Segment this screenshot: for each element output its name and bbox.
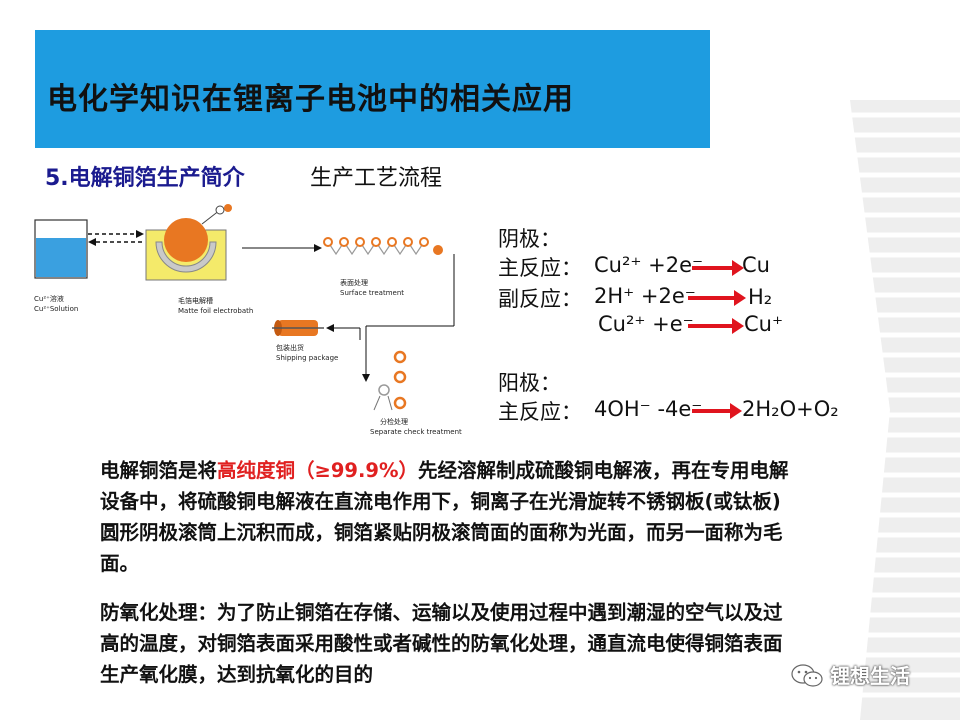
decorative-stripes — [830, 100, 960, 720]
cathode-main-label: 主反应： — [498, 256, 582, 280]
electrobath-label-cn: 毛箔电解槽 — [178, 296, 213, 305]
paragraph-anti-oxidation: 防氧化处理：为了防止铜箔在存储、运输以及使用过程中遇到潮湿的空气以及过高的温度，… — [100, 601, 783, 686]
anode-main-left: 4OH⁻ -4e⁻ — [594, 397, 703, 421]
electrobath-label-en: Matte foil electrobath — [178, 307, 253, 315]
cathode-main-row: 主反应： — [498, 252, 582, 282]
shipping-roll — [272, 320, 324, 336]
reaction-arrow — [688, 290, 746, 306]
flow-title: 生产工艺流程 — [310, 166, 443, 191]
surface-label-en: Surface treatment — [340, 289, 404, 297]
shipping-label-cn: 包装出货 — [276, 343, 304, 352]
cathode-main-left: Cu²⁺ +2e⁻ — [594, 253, 704, 277]
anode-main-label: 主反应： — [498, 400, 582, 424]
check-label-en: Separate check treatment — [370, 428, 462, 436]
section-heading: 5.电解铜箔生产简介 — [45, 160, 245, 192]
process-flow-diagram: Cu²⁺溶液 Cu²⁺Solution 毛箔电解槽 Matte foil ele… — [34, 204, 462, 436]
reaction-arrow — [692, 403, 742, 419]
cathode-third-right: Cu⁺ — [744, 312, 784, 336]
solution-label-en: Cu²⁺Solution — [34, 305, 78, 313]
cathode-side-right: H₂ — [748, 285, 773, 309]
anode-main-right: 2H₂O+O₂ — [742, 397, 839, 421]
reaction-arrow — [692, 260, 744, 276]
page-title: 电化学知识在锂离子电池中的相关应用 — [47, 82, 574, 117]
title-banner: 电化学知识在锂离子电池中的相关应用 — [35, 30, 710, 148]
paragraph1-highlight: 高纯度铜（≥99.9%） — [217, 459, 419, 482]
solution-tank — [34, 219, 88, 279]
paragraph1-pre: 电解铜箔是将 — [100, 459, 218, 482]
check-label-cn: 分检处理 — [380, 417, 408, 426]
paragraph1-post: 先经溶解制成硫酸铜电解液，再在专用电解设备中，将硫酸铜电解液在直流电作用下，铜离… — [100, 459, 789, 575]
watermark-text: 锂想生活 — [830, 664, 910, 688]
surface-label-cn: 表面处理 — [340, 278, 368, 287]
paragraph-electrolytic-foil: 电解铜箔是将高纯度铜（≥99.9%）先经溶解制成硫酸铜电解液，再在专用电解设备中… — [100, 455, 790, 579]
cathode-third-left: Cu²⁺ +e⁻ — [598, 312, 694, 336]
reaction-arrow — [688, 318, 744, 334]
section-title: 电解铜箔生产简介 — [68, 166, 245, 191]
wechat-icon — [791, 664, 823, 687]
solution-label-cn: Cu²⁺溶液 — [34, 294, 64, 303]
cathode-side-label: 副反应： — [498, 287, 582, 311]
shipping-label-en: Shipping package — [276, 354, 338, 362]
cathode-side-left: 2H⁺ +2e⁻ — [594, 284, 696, 308]
surface-treatment-rollers — [323, 237, 443, 256]
anode-label: 阳极： — [498, 371, 561, 395]
electrobath — [145, 204, 232, 281]
cathode-label: 阴极： — [498, 227, 561, 251]
section-number: 5. — [45, 166, 69, 191]
separate-check-rollers — [373, 350, 407, 411]
cathode-main-right: Cu — [742, 253, 770, 277]
